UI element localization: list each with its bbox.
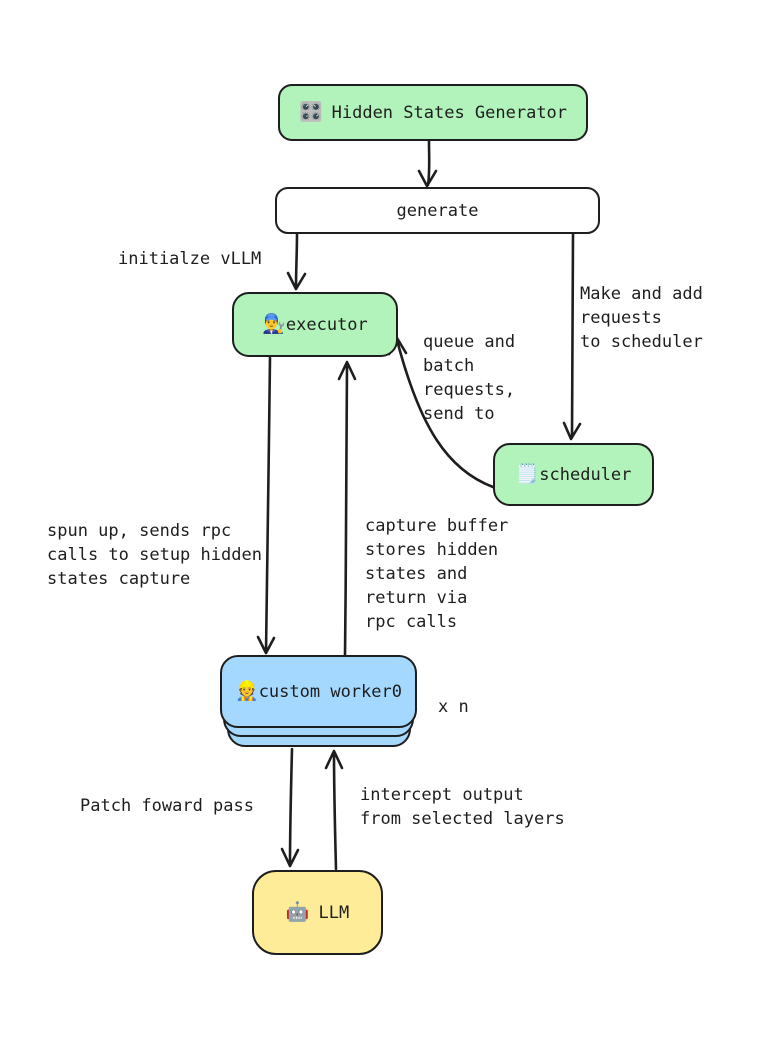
node-llm: 🤖 LLM — [252, 870, 383, 955]
node-generate-label: generate — [396, 200, 479, 221]
label-make-and-add-requests: Make and add requests to scheduler — [580, 284, 703, 352]
node-hidden-states-generator-label: Hidden States Generator — [331, 102, 568, 123]
label-intercept-output: intercept output from selected layers — [360, 785, 565, 829]
node-llm-label: LLM — [318, 902, 350, 923]
node-executor-label: executor — [285, 314, 368, 335]
arrow-generate-to-executor — [286, 232, 307, 291]
robot-icon: 🤖 — [285, 901, 310, 923]
label-queue-and-batch: queue and batch requests, send to — [423, 332, 516, 424]
arrow-worker-to-executor — [337, 360, 357, 657]
node-custom-worker-label: custom worker0 — [258, 681, 402, 702]
construction-worker-icon: 👷 — [235, 680, 259, 702]
arrow-generator-to-generate — [417, 139, 438, 188]
arrow-llm-to-worker — [324, 749, 344, 871]
control-knobs-icon: 🎛️ — [298, 101, 323, 123]
arrow-generate-to-scheduler — [562, 232, 582, 441]
node-scheduler: 🗒️ scheduler — [493, 443, 654, 506]
arrow-executor-to-worker — [256, 356, 276, 655]
notepad-icon: 🗒️ — [515, 463, 540, 485]
label-capture-buffer: capture buffer stores hidden states and … — [365, 516, 509, 632]
node-scheduler-label: scheduler — [539, 464, 632, 485]
label-spun-up-rpc: spun up, sends rpc calls to setup hidden… — [47, 521, 262, 589]
node-executor: 👨‍🔧 executor — [232, 292, 398, 357]
label-patch-forward-pass: Patch foward pass — [80, 796, 254, 816]
node-custom-worker: 👷 custom worker0 — [220, 655, 417, 728]
mechanic-icon: 👨‍🔧 — [262, 313, 286, 335]
node-generate: generate — [275, 187, 600, 234]
label-initialize-vllm: initialze vLLM — [118, 249, 262, 269]
arrow-worker-to-llm — [280, 747, 300, 868]
label-worker-multiplier: x n — [438, 697, 469, 717]
node-hidden-states-generator: 🎛️ Hidden States Generator — [278, 84, 588, 141]
